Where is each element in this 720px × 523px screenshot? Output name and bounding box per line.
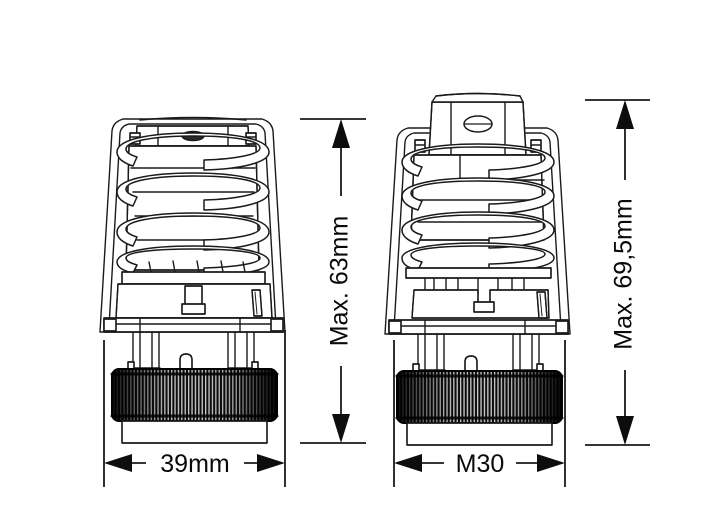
right-view-group [384, 92, 571, 446]
right-base-flange [388, 319, 569, 335]
left-height-arrow-top [332, 119, 350, 148]
right-dim-arrow-start [394, 454, 422, 472]
left-coil-spring [116, 132, 270, 277]
left-base-flange [103, 317, 284, 333]
right-height-arrow-top [616, 100, 634, 129]
left-dim-arrow-start [104, 454, 132, 472]
right-dim-arrow-end [537, 454, 565, 472]
left-height-dimension: Max. 63mm [300, 118, 366, 444]
left-side-clip [251, 289, 263, 317]
left-connection-nut [121, 420, 268, 444]
left-height-arrow-bottom [332, 414, 350, 443]
left-piston [181, 285, 206, 315]
right-coil-spring [401, 143, 555, 273]
right-width-dimension: M30 [393, 340, 566, 487]
right-height-label-bg [611, 180, 641, 370]
right-knurled-ring[interactable] [395, 370, 564, 424]
left-dim-arrow-end [257, 454, 285, 472]
right-spring-seat [405, 267, 552, 295]
left-inner-shell [108, 123, 277, 328]
left-height-label: Max. 63mm [326, 216, 354, 347]
right-height-arrow-bottom [616, 416, 634, 445]
right-protruding-cap [428, 92, 527, 156]
left-view-group [99, 116, 286, 444]
left-height-label-bg [327, 196, 357, 366]
left-width-label: 39mm [160, 450, 229, 478]
right-side-clip [536, 291, 548, 319]
right-width-label: M30 [456, 450, 505, 478]
right-inner-shell [393, 132, 562, 330]
right-height-label: Max. 69,5mm [610, 198, 638, 349]
left-knurled-ring[interactable] [110, 368, 279, 422]
right-dim-label-bg [444, 448, 516, 478]
left-dim-label-bg [146, 448, 244, 478]
right-height-dimension: Max. 69,5mm [585, 99, 650, 446]
right-connection-nut [406, 422, 553, 446]
right-lower-block [411, 289, 550, 319]
left-width-dimension: 39mm [103, 330, 286, 487]
